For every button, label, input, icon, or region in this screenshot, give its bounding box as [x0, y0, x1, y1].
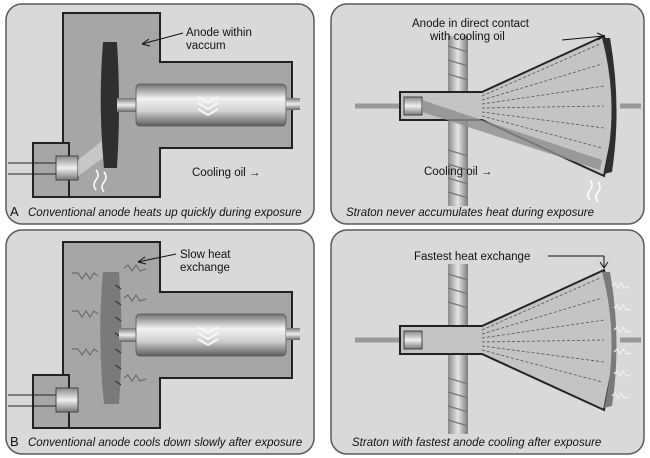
label-fastest-heat: Fastest heat exchange — [414, 251, 530, 263]
panel-b: Slow heat exchange B Conventional anode … — [5, 229, 315, 455]
callout-arrow-icon — [596, 32, 605, 41]
label-anode-within: Anode within — [186, 27, 252, 39]
panel-a: Anode within vaccum Cooling oil → A Conv… — [5, 3, 315, 225]
cathode — [403, 330, 423, 350]
rotor-shaft — [286, 328, 300, 340]
callout-arrow-icon — [141, 38, 151, 47]
panel-caption: Conventional anode cools down slowly aft… — [28, 437, 302, 449]
label-vaccum: vaccum — [186, 40, 226, 52]
panel-caption: Straton with fastest anode cooling after… — [352, 437, 601, 449]
label-cooling-oil: Cooling oil → — [192, 167, 260, 179]
cathode-cup — [55, 155, 79, 181]
anode-stem — [117, 98, 139, 112]
rotor-cylinder — [135, 313, 287, 357]
anode-plate — [602, 272, 617, 408]
anode-disc — [100, 272, 122, 404]
label-anode-direct: Anode in direct contact — [412, 18, 530, 30]
callout-line — [137, 253, 177, 263]
coil-windings — [447, 273, 469, 427]
panel-letter: B — [10, 434, 19, 449]
rotation-chevron — [197, 96, 219, 117]
cathode-cup — [55, 387, 79, 413]
anode-stem — [119, 328, 139, 342]
label-with-cooling-oil: with cooling oil — [429, 31, 505, 43]
slow-heat-arrows — [72, 263, 147, 383]
deflection-lines — [481, 277, 605, 383]
callout-arrow-icon — [137, 256, 147, 265]
panel-straton-cooling: Fastest heat exchange Straton with faste… — [330, 229, 645, 455]
panel-caption: Straton never accumulates heat during ex… — [346, 207, 594, 219]
coil-windings — [447, 45, 469, 199]
callout-line — [141, 32, 184, 45]
anode-disc — [100, 42, 119, 168]
rotation-chevron — [197, 326, 219, 347]
anode-plate — [602, 38, 617, 174]
callout-line — [561, 35, 605, 41]
label-cooling-oil: Cooling oil → — [424, 166, 492, 178]
rotor-cylinder — [135, 83, 287, 127]
rotor-shaft — [286, 98, 300, 110]
electron-beam — [422, 100, 602, 170]
heat-wave-icon — [93, 169, 107, 193]
panel-straton-exposure: Anode in direct contact with cooling oil… — [330, 3, 645, 225]
label-slow-heat: Slow heat — [180, 249, 231, 261]
panel-caption: Conventional anode heats up quickly duri… — [28, 207, 302, 219]
cathode — [403, 96, 423, 116]
anode-inner-arrows — [114, 284, 122, 386]
callout-arrow-icon — [599, 261, 609, 269]
deflection-lines — [481, 43, 605, 149]
heat-wave-icon — [587, 179, 601, 203]
label-exchange: exchange — [180, 262, 230, 274]
fast-heat-arrows — [611, 281, 632, 400]
panel-letter: A — [10, 204, 19, 219]
